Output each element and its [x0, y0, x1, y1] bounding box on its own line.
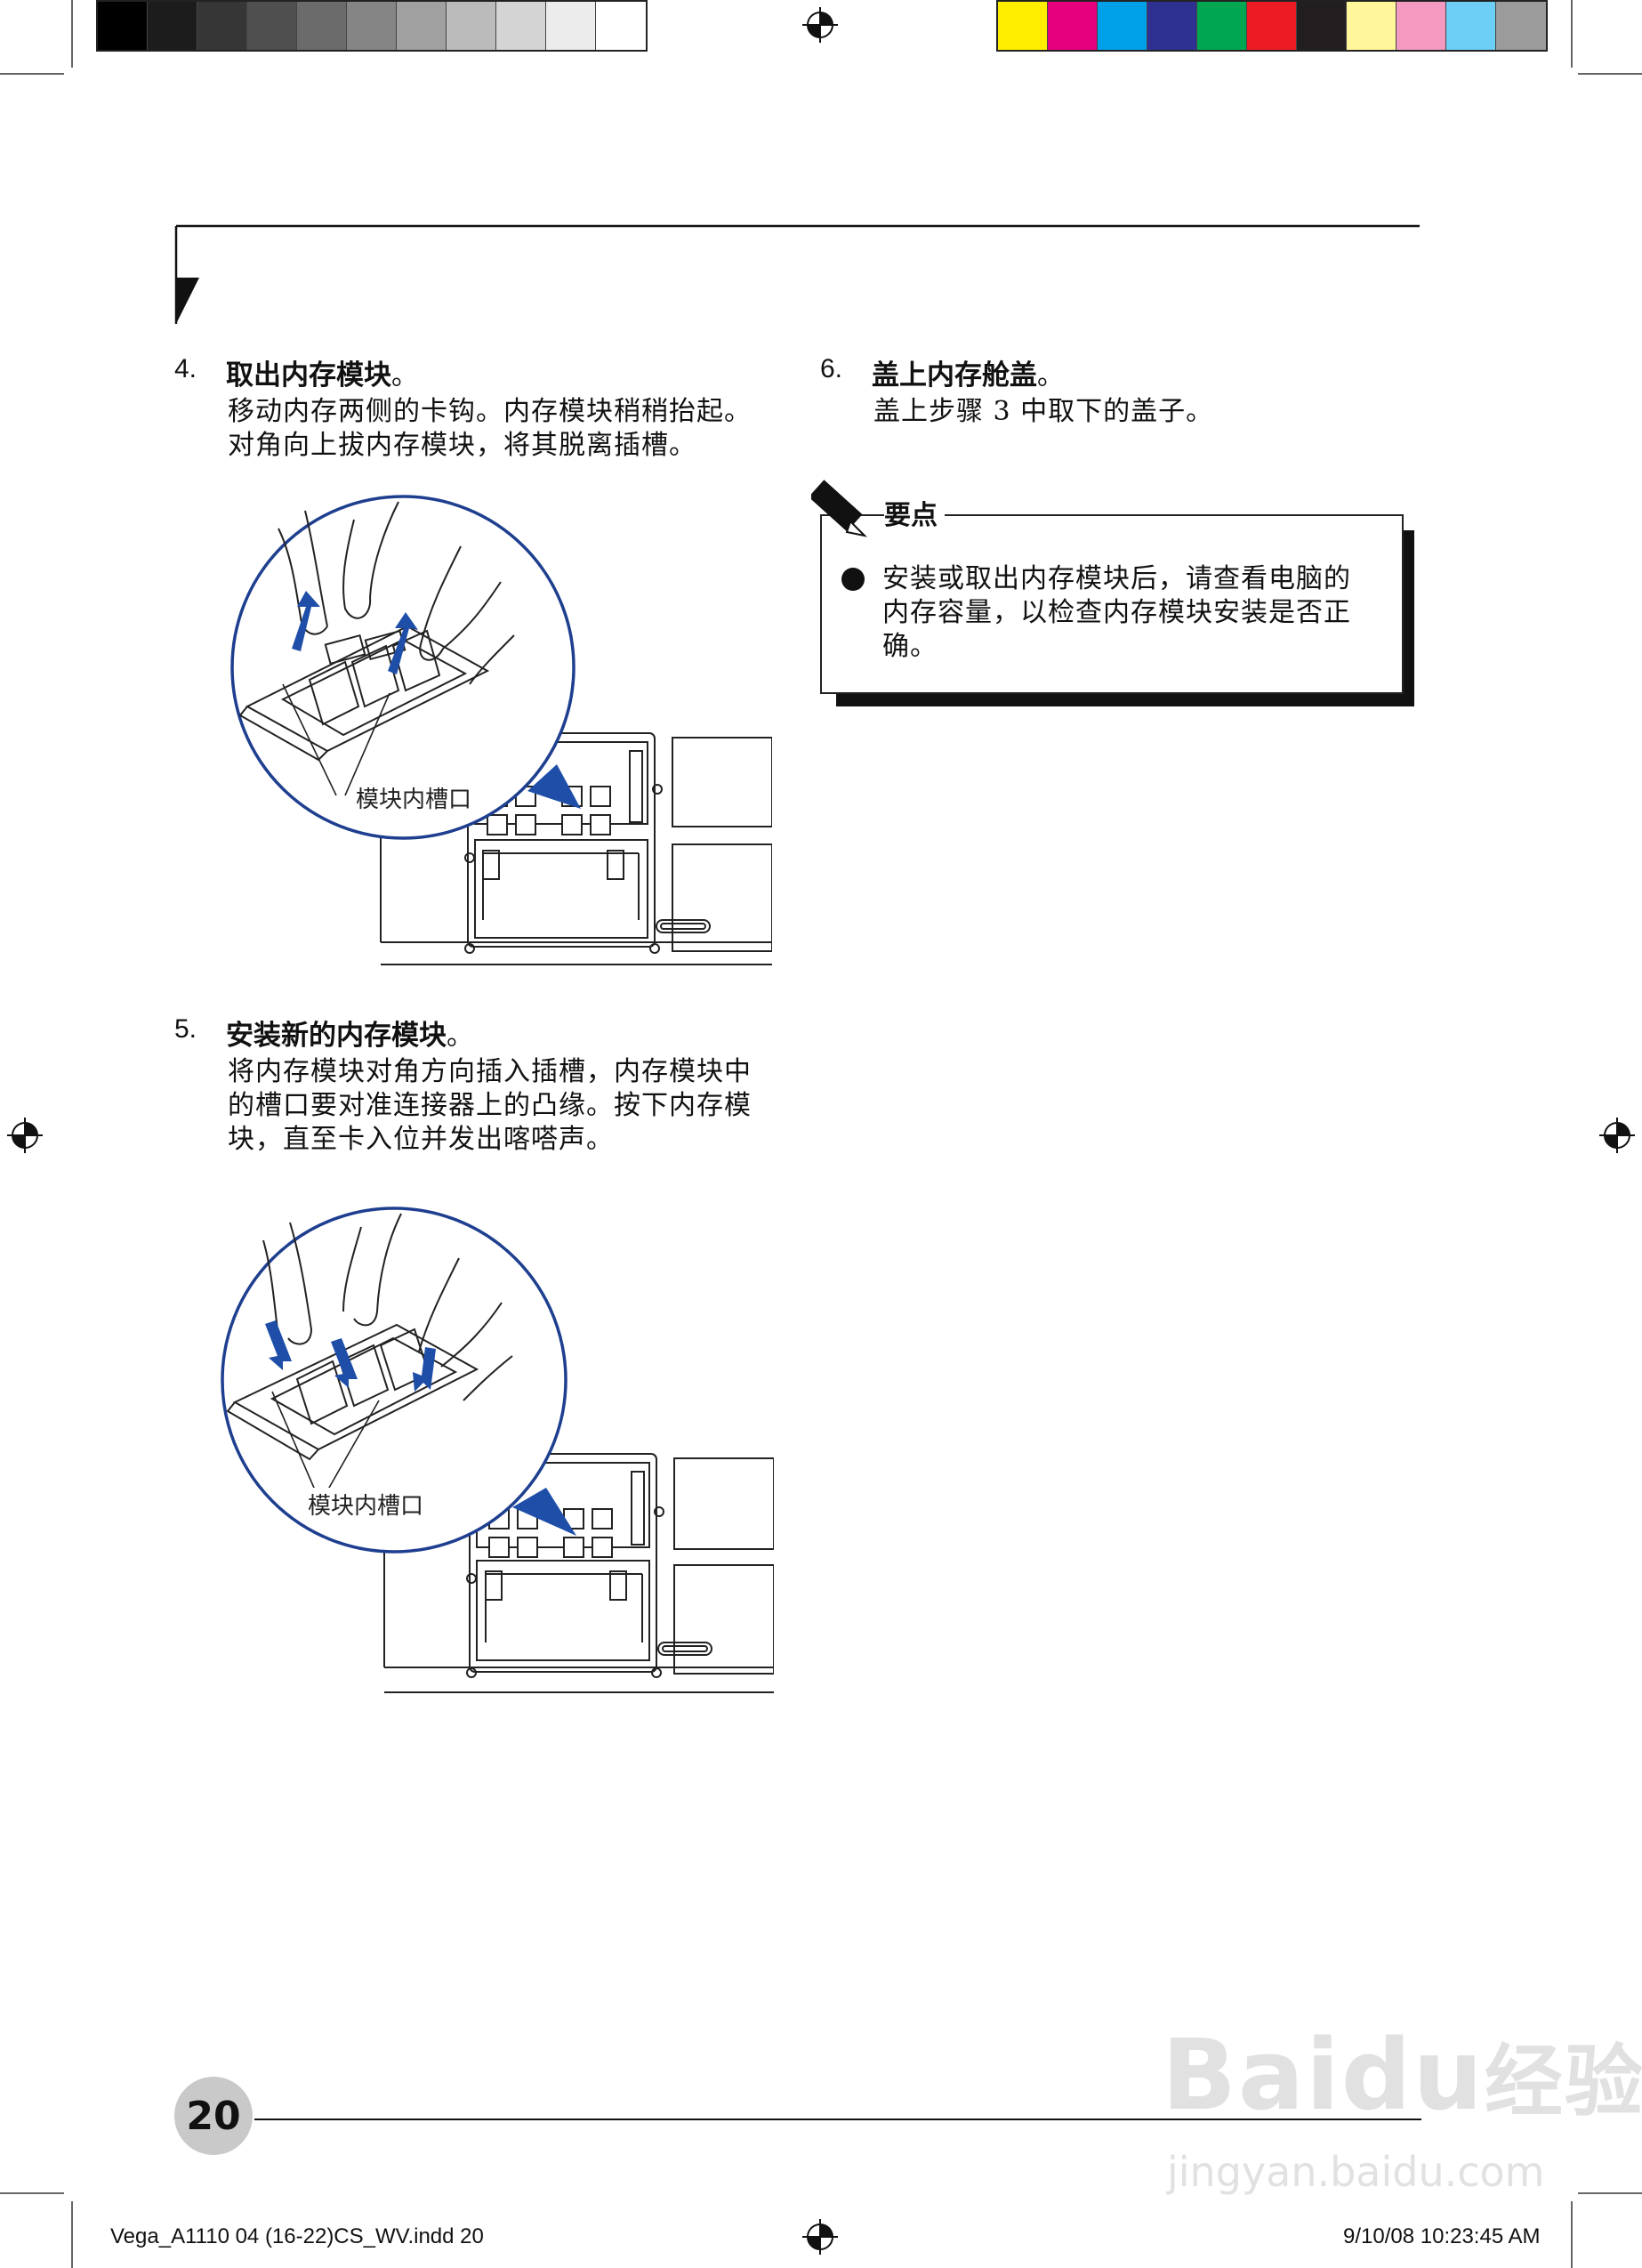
registration-mark-left [7, 1118, 43, 1153]
step-6-line: 盖上步骤 3 中取下的盖子。 [873, 396, 1214, 427]
step-5-title: 安装新的内存模块 [226, 1020, 447, 1052]
step-5-title-punct: 。 [447, 1021, 474, 1052]
gray-swatch [247, 2, 297, 50]
step-6-number: 6. [820, 354, 843, 383]
registration-mark-bottom [802, 2219, 838, 2255]
crop-mark [1578, 73, 1642, 75]
note-bullet-icon [841, 568, 865, 591]
note-line: 确。 [882, 631, 938, 662]
gray-swatch [447, 2, 496, 50]
gray-swatch [546, 2, 596, 50]
illustration-install-memory [221, 1207, 774, 1693]
illustration-remove-memory [230, 495, 772, 965]
gray-swatch [297, 2, 347, 50]
color-swatch [1496, 2, 1546, 50]
color-swatch [1347, 2, 1397, 50]
gray-swatch [148, 2, 197, 50]
gray-swatch [397, 2, 447, 50]
footer-timestamp: 9/10/08 10:23:45 AM [1343, 2224, 1541, 2248]
note-line: 内存容量，以检查内存模块安装是否正 [882, 597, 1351, 628]
registration-mark-top [802, 7, 838, 43]
step-4-description: 移动内存两侧的卡钩。内存模块稍稍抬起。 对角向上拔内存模块，将其脱离插槽。 [228, 395, 752, 463]
note-title: 要点 [884, 493, 945, 532]
crop-mark [1578, 2192, 1642, 2194]
step-5-line: 块，直至卡入位并发出喀嗒声。 [228, 1124, 614, 1155]
header-rule [174, 224, 1420, 324]
step-6-title-punct: 。 [1037, 360, 1065, 391]
watermark: Baidu经验 [1162, 2018, 1642, 2132]
color-swatch [998, 2, 1048, 50]
step-5-number: 5. [174, 1014, 197, 1044]
step-5-description: 将内存模块对角方向插入插槽，内存模块中 的槽口要对准连接器上的凸缘。按下内存模 … [228, 1055, 752, 1157]
step-4-title: 取出内存模块 [226, 359, 391, 391]
color-calibration-bar [996, 0, 1548, 52]
gray-swatch [98, 2, 148, 50]
watermark-text-1b: du [1340, 2018, 1485, 2132]
watermark-url: jingyan.baidu.com [1167, 2148, 1545, 2196]
color-swatch [1397, 2, 1446, 50]
crop-mark [71, 0, 73, 68]
step-4-callout: 模块内槽口 [356, 781, 472, 814]
page-number: 20 [174, 2077, 253, 2155]
gray-swatch [347, 2, 397, 50]
crop-mark [1571, 0, 1573, 68]
gray-swatch [496, 2, 546, 50]
watermark-text-1: Bai [1162, 2018, 1341, 2132]
page-number-rule [254, 2119, 1421, 2120]
step-5-line: 的槽口要对准连接器上的凸缘。按下内存模 [228, 1090, 752, 1121]
step-6-description: 盖上步骤 3 中取下的盖子。 [873, 395, 1213, 429]
step-6-title: 盖上内存舱盖 [872, 359, 1037, 391]
step-4-line: 移动内存两侧的卡钩。内存模块稍稍抬起。 [228, 396, 752, 427]
step-4-line: 对角向上拔内存模块，将其脱离插槽。 [228, 430, 696, 461]
note-box [820, 514, 1404, 694]
registration-mark-right [1599, 1118, 1635, 1153]
color-swatch [1446, 2, 1496, 50]
step-5-callout: 模块内槽口 [308, 1488, 424, 1521]
color-swatch [1197, 2, 1247, 50]
color-swatch [1247, 2, 1297, 50]
gray-swatch [596, 2, 646, 50]
crop-mark [0, 2192, 64, 2194]
step-4-number: 4. [174, 354, 197, 383]
crop-mark [0, 73, 64, 75]
color-swatch [1297, 2, 1347, 50]
color-swatch [1098, 2, 1147, 50]
pencil-icon [811, 480, 868, 537]
step-5-line: 将内存模块对角方向插入插槽，内存模块中 [228, 1056, 752, 1087]
color-swatch [1048, 2, 1098, 50]
note-text: 安装或取出内存模块后，请查看电脑的 内存容量，以检查内存模块安装是否正 确。 [882, 562, 1351, 664]
color-swatch [1147, 2, 1197, 50]
step-4-heading: 取出内存模块。 [226, 352, 419, 393]
step-6-heading: 盖上内存舱盖。 [872, 352, 1065, 393]
step-5-heading: 安装新的内存模块。 [226, 1013, 474, 1053]
note-line: 安装或取出内存模块后，请查看电脑的 [882, 563, 1351, 594]
footer-file-info: Vega_A1110 04 (16-22)CS_WV.indd 20 [110, 2224, 484, 2248]
crop-mark [1571, 2201, 1573, 2268]
crop-mark [71, 2201, 73, 2268]
grayscale-calibration-bar [96, 0, 648, 52]
watermark-text-1c: 经验 [1484, 2036, 1642, 2127]
step-4-title-punct: 。 [391, 360, 419, 391]
gray-swatch [197, 2, 247, 50]
